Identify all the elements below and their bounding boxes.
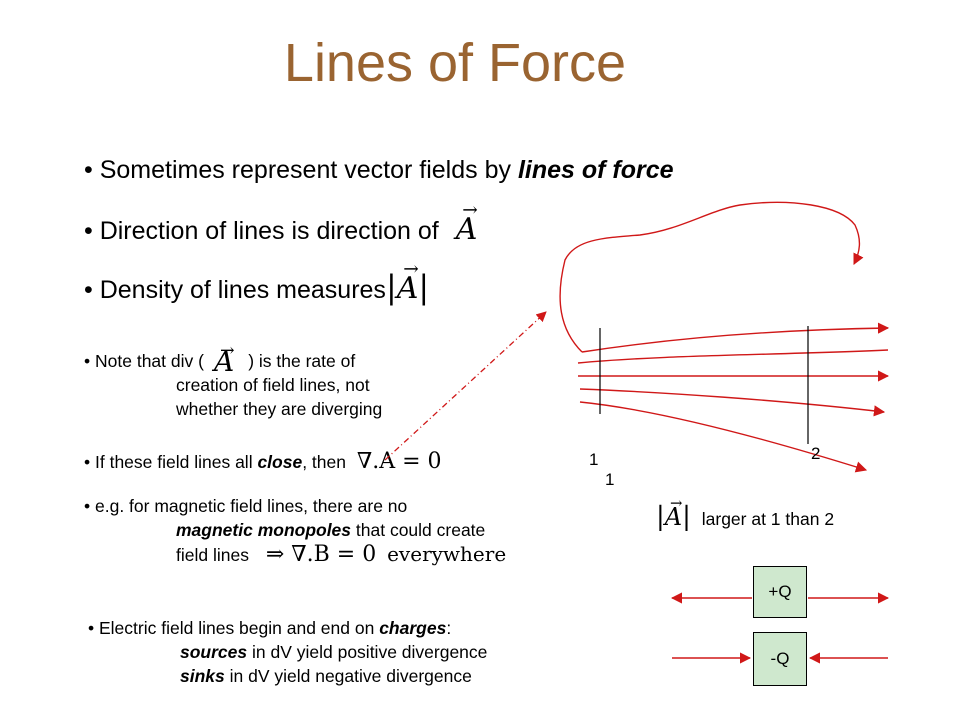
bullet-text: Density of lines measures bbox=[99, 276, 386, 304]
note-emphasis: charges bbox=[379, 618, 447, 638]
comparison-caption: |A| larger at 1 than 2 bbox=[656, 494, 835, 532]
closed-loop-line bbox=[559, 201, 864, 353]
note-text: ) is the rate of bbox=[248, 351, 356, 371]
abs-bar-left: | bbox=[385, 268, 397, 306]
field-line-2 bbox=[577, 349, 889, 364]
divergence-zero-equation: ∇.A = 0 bbox=[356, 449, 442, 474]
label-2: 2 bbox=[811, 444, 821, 463]
note-div: • Note that div (A) is the rate of creat… bbox=[84, 339, 383, 421]
note-emphasis: sources bbox=[180, 642, 248, 662]
note-emphasis: sinks bbox=[180, 666, 225, 686]
bullet-text: Sometimes represent vector fields by bbox=[99, 156, 518, 184]
abs-bar-right: | bbox=[418, 268, 430, 306]
vector-a-symbol: A bbox=[665, 494, 683, 531]
note-text: in dV yield negative divergence bbox=[224, 666, 472, 686]
bullet-lines-of-force: • Sometimes represent vector fields by l… bbox=[84, 156, 674, 184]
dashed-pointer bbox=[384, 311, 547, 461]
positive-charge-box: +Q bbox=[753, 566, 807, 618]
slide-title: Lines of Force bbox=[283, 33, 627, 93]
note-monopoles: • e.g. for magnetic field lines, there a… bbox=[84, 496, 507, 567]
label-1b: 1 bbox=[605, 470, 615, 489]
negative-charge-box: -Q bbox=[753, 632, 807, 686]
note-text: Note that div ( bbox=[95, 351, 204, 371]
note-text: field lines bbox=[176, 545, 249, 565]
field-line-top bbox=[581, 322, 890, 353]
note-electric: • Electric field lines begin and end on … bbox=[88, 618, 488, 686]
abs-bar-right: | bbox=[682, 502, 691, 532]
note-emphasis: magnetic monopoles bbox=[176, 520, 352, 540]
vector-a-symbol: A bbox=[214, 339, 235, 375]
abs-bar-left: | bbox=[656, 502, 665, 532]
bullet-emphasis: lines of force bbox=[517, 156, 674, 184]
note-text: : bbox=[446, 618, 452, 638]
field-line-bottom bbox=[579, 401, 868, 473]
bullet-density: • Density of lines measures|A| bbox=[84, 259, 430, 306]
comparison-text: larger at 1 than 2 bbox=[701, 509, 835, 529]
note-text: e.g. for magnetic field lines, there are… bbox=[95, 496, 408, 516]
note-text: creation of field lines, not bbox=[176, 375, 370, 395]
everywhere-word: everywhere bbox=[387, 542, 507, 566]
vector-a-symbol: A bbox=[456, 200, 478, 247]
note-text: that could create bbox=[351, 520, 486, 540]
note-text: , then bbox=[302, 452, 346, 472]
note-text: Electric field lines begin and end on bbox=[99, 618, 380, 638]
field-lines bbox=[559, 201, 890, 664]
field-line-4 bbox=[579, 388, 886, 417]
note-text: whether they are diverging bbox=[176, 399, 383, 419]
magnetic-divergence-equation: ⇒ ∇.B = 0 bbox=[265, 542, 377, 567]
note-text: in dV yield positive divergence bbox=[247, 642, 488, 662]
bullet-direction: • Direction of lines is direction of A bbox=[84, 200, 478, 247]
note-emphasis: close bbox=[257, 452, 303, 472]
note-close: • If these field lines all close, then ∇… bbox=[84, 449, 442, 474]
bullet-text: Direction of lines is direction of bbox=[99, 217, 439, 245]
note-text: If these field lines all bbox=[95, 452, 258, 472]
label-1a: 1 bbox=[589, 450, 599, 469]
vector-a-symbol: A bbox=[397, 259, 419, 306]
